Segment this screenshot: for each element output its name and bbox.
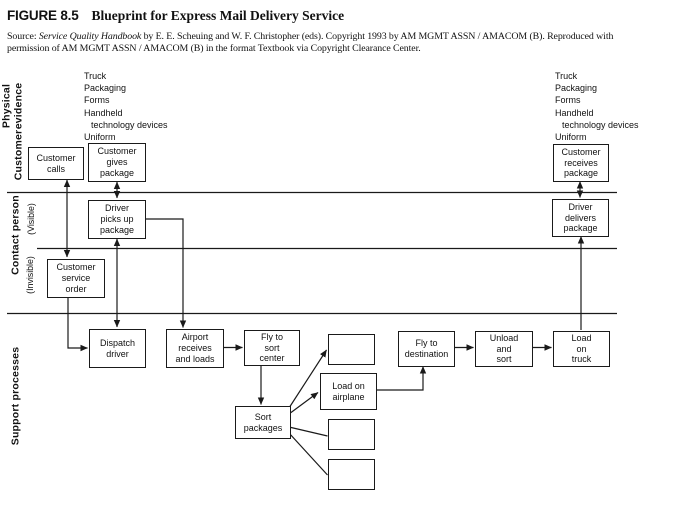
lane-label-invisible: (Invisible) <box>25 256 35 294</box>
evidence-item: Uniform <box>84 132 116 143</box>
source-line1: by E. E. Scheuing and W. F. Christopher … <box>141 31 614 42</box>
box-dispatch-driver: Dispatch driver <box>89 329 146 368</box>
box-label: Customer receives package <box>561 146 601 179</box>
line-sort-unlabeled3 <box>288 432 328 476</box>
arrow-loadairplane-flydest <box>376 366 427 391</box>
figure-number: FIGURE 8.5 <box>7 8 79 23</box>
evidence-item: Forms <box>84 95 110 106</box>
evidence-list-right: Truck Packaging Forms Handheld technolog… <box>555 70 639 143</box>
lane-label-support-processes: Support processes <box>9 346 22 446</box>
box-airport-receives-and-loads: Airport receives and loads <box>166 329 224 368</box>
arrow-sort-unlabeled1 <box>288 349 328 409</box>
box-label: Customer service order <box>56 262 96 294</box>
box-label: Customer gives package <box>97 146 137 178</box>
figure-title: Blueprint for Express Mail Delivery Serv… <box>91 8 345 23</box>
source-book-title: Service Quality Handbook <box>38 31 142 42</box>
box-fly-to-sort-center: Fly to sort center <box>244 330 300 366</box>
source-prefix: Source: <box>7 31 39 42</box>
box-driver-picks-up-package: Driver picks up package <box>88 200 146 239</box>
box-customer-gives-package: Customer gives package <box>88 143 146 182</box>
box-label: Customer calls <box>36 152 76 174</box>
box-load-on-truck: Load on truck <box>553 331 610 367</box>
box-unlabeled-3 <box>328 459 375 490</box>
box-label: Driver picks up package <box>99 203 135 235</box>
evidence-item: Handheld <box>84 107 123 118</box>
box-unlabeled-2 <box>328 419 375 450</box>
box-unlabeled-1 <box>328 334 375 365</box>
source-credit: Source: Service Quality Handbook by E. E… <box>7 31 613 55</box>
box-label: Fly to sort center <box>259 331 285 364</box>
box-label: Driver delivers package <box>563 201 598 234</box>
box-label: Fly to destination <box>404 338 449 359</box>
lane-label-visible: (Visible) <box>26 203 36 235</box>
source-line2: permission of AM MGMT ASSN / AMACOM (B) … <box>7 43 421 54</box>
evidence-item: Packaging <box>84 83 127 94</box>
box-customer-service-order: Customer service order <box>47 259 105 298</box>
evidence-item: technology devices <box>562 119 639 130</box>
figure-header: FIGURE 8.5 Blueprint for Express Mail Del… <box>7 7 344 25</box>
box-load-on-airplane: Load on airplane <box>320 373 377 410</box>
flow-arrows <box>63 179 585 476</box>
box-sort-packages: Sort packages <box>235 406 291 439</box>
evidence-item: Handheld <box>555 107 594 118</box>
box-driver-delivers-package: Driver delivers package <box>552 199 609 237</box>
arrow-picks-airport <box>144 218 187 328</box>
evidence-list-left: Truck Packaging Forms Handheld technolog… <box>84 70 168 143</box>
evidence-item: Forms <box>555 95 581 106</box>
box-label: Sort packages <box>243 411 283 433</box>
arrow-service-order-dispatch <box>67 297 88 352</box>
box-unload-and-sort: Unload and sort <box>475 331 533 367</box>
box-label: Load on airplane <box>332 380 365 402</box>
lane-label-customer: Customer <box>12 129 25 181</box>
box-customer-receives-package: Customer receives package <box>553 144 609 182</box>
evidence-item: Packaging <box>555 83 598 94</box>
lane-label-physical-evidence: Physical evidence <box>0 82 25 130</box>
box-label: Unload and sort <box>489 332 519 365</box>
box-customer-calls: Customer calls <box>28 147 84 180</box>
box-fly-to-destination: Fly to destination <box>398 331 455 367</box>
box-label: Dispatch driver <box>99 337 135 359</box>
lane-divider-lines <box>7 191 617 315</box>
evidence-item: Truck <box>84 71 107 81</box>
arrow-sort-loadairplane <box>288 392 319 415</box>
box-label: Airport receives and loads <box>175 332 215 364</box>
evidence-item: Uniform <box>555 132 587 143</box>
evidence-item: technology devices <box>91 119 168 130</box>
lane-label-contact-person: Contact person <box>9 195 22 275</box>
evidence-item: Truck <box>555 71 578 81</box>
box-label: Load on truck <box>571 332 592 365</box>
line-sort-unlabeled2 <box>288 426 328 437</box>
